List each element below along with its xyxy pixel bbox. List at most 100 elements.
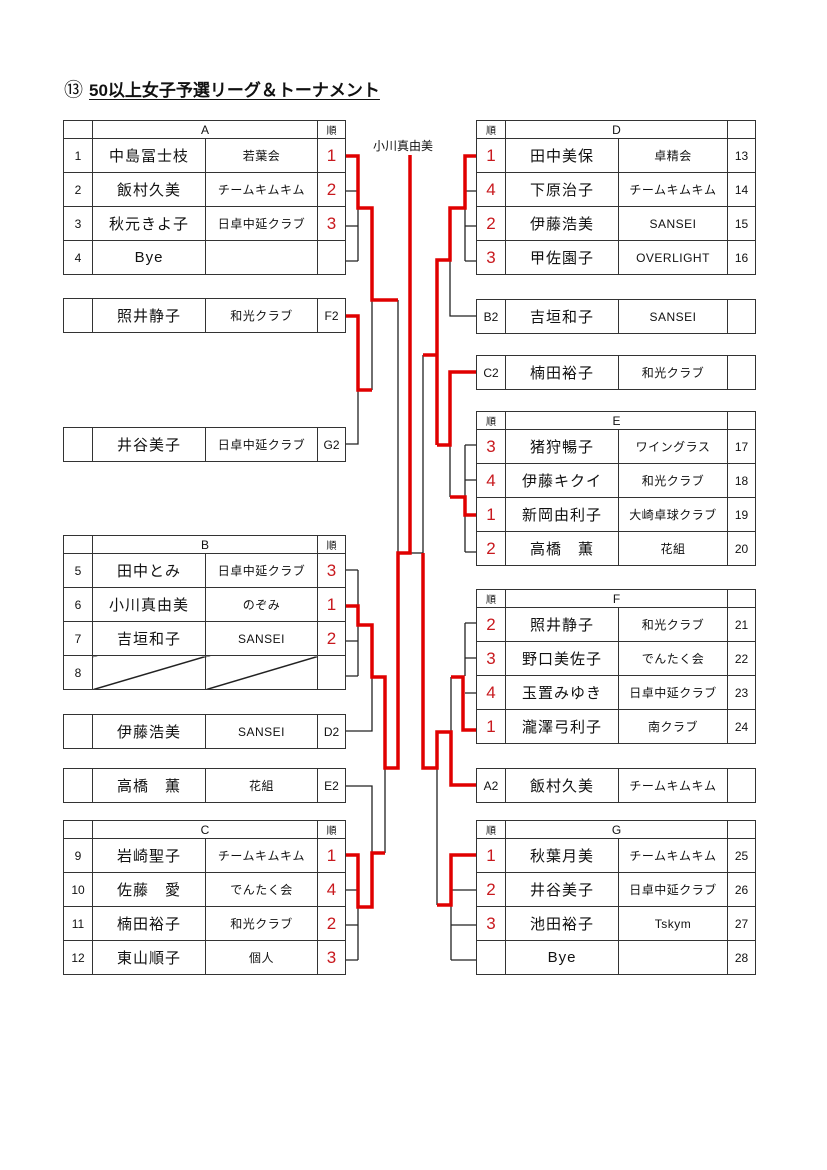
player-rank: 4: [476, 172, 506, 207]
group-name: F: [505, 589, 728, 608]
player-number: 28: [727, 940, 756, 975]
group-name: D: [504, 120, 729, 139]
seed-label: E2: [317, 768, 346, 803]
player-number: 11: [63, 906, 93, 941]
player-name: 高橋 薫: [505, 531, 619, 566]
player-number: 8: [63, 655, 93, 690]
player-number: 14: [727, 172, 757, 207]
bracket-line: [345, 190, 399, 553]
winner-path-e: [450, 495, 476, 517]
player-rank: 3: [476, 906, 506, 941]
winner-path-a: [345, 154, 398, 302]
seed-label: G2: [317, 427, 346, 462]
player-club: 南クラブ: [618, 709, 728, 744]
player-club: 和光クラブ: [204, 906, 319, 941]
player-number: 24: [727, 709, 756, 744]
winner-path-g: [437, 853, 476, 907]
winner-lines: [345, 154, 476, 909]
player-rank: 1: [317, 138, 347, 173]
seed-blank-cell: [63, 427, 93, 462]
player-club: 花組: [617, 531, 729, 566]
player-name: 佐藤 愛: [92, 872, 206, 907]
header-blank-cell: [727, 120, 757, 139]
event-number: ⑬: [64, 80, 84, 101]
player-rank: [317, 655, 347, 690]
player-name: 秋元きよ子: [92, 206, 206, 241]
player-rank: 2: [476, 607, 506, 642]
player-rank: 2: [317, 172, 347, 207]
player-name: 池田裕子: [505, 906, 619, 941]
winner-path-f: [451, 675, 476, 732]
player-club: 日卓中延クラブ: [618, 872, 728, 907]
player-club: SANSEI: [618, 299, 728, 334]
player-rank: [317, 240, 347, 275]
player-club: チームキムキム: [204, 172, 319, 207]
player-club: 個人: [204, 940, 319, 975]
player-name: 新岡由利子: [505, 497, 619, 532]
player-number: 27: [727, 906, 756, 941]
header-blank-cell: [63, 120, 93, 139]
player-club: 和光クラブ: [618, 355, 728, 390]
seed-label: B2: [476, 299, 506, 334]
player-number: 4: [63, 240, 93, 275]
player-number: 17: [727, 429, 757, 464]
seed-label: A2: [476, 768, 506, 803]
header-blank-cell: [727, 589, 756, 608]
player-name: Bye: [92, 240, 206, 275]
rank-header: 順: [317, 120, 347, 139]
player-name: 秋葉月美: [505, 838, 619, 873]
player-club: SANSEI: [204, 621, 319, 656]
player-number: 20: [727, 531, 757, 566]
rank-header: 順: [476, 820, 506, 839]
champion-label: 小川真由美: [373, 139, 434, 153]
player-number: 23: [727, 675, 756, 710]
header-blank-cell: [63, 535, 93, 554]
player-name: 田中美保: [505, 138, 619, 173]
player-club: [204, 655, 319, 690]
player-club: でんたく会: [618, 641, 728, 676]
player-club: チームキムキム: [618, 768, 728, 803]
player-club: ワイングラス: [617, 429, 729, 464]
player-name: 吉垣和子: [92, 621, 206, 656]
player-rank: 3: [476, 641, 506, 676]
player-number: 21: [727, 607, 756, 642]
player-name: 瀧澤弓利子: [505, 709, 619, 744]
player-name: 中島冨士枝: [92, 138, 206, 173]
seed-blank-cell: [63, 714, 93, 749]
rank-header: 順: [476, 589, 506, 608]
header-blank-cell: [727, 820, 756, 839]
bracket-line: [345, 569, 386, 961]
player-rank: 1: [317, 587, 347, 622]
group-name: A: [91, 120, 319, 139]
player-rank: 2: [476, 531, 506, 566]
player-club: 日卓中延クラブ: [204, 553, 319, 588]
player-club: 花組: [205, 768, 318, 803]
player-name: 飯村久美: [92, 172, 206, 207]
player-name: 猪狩暢子: [505, 429, 619, 464]
player-club: 大崎卓球クラブ: [617, 497, 729, 532]
player-name: Bye: [505, 940, 619, 975]
player-club: [618, 940, 728, 975]
player-rank: 1: [317, 838, 347, 873]
